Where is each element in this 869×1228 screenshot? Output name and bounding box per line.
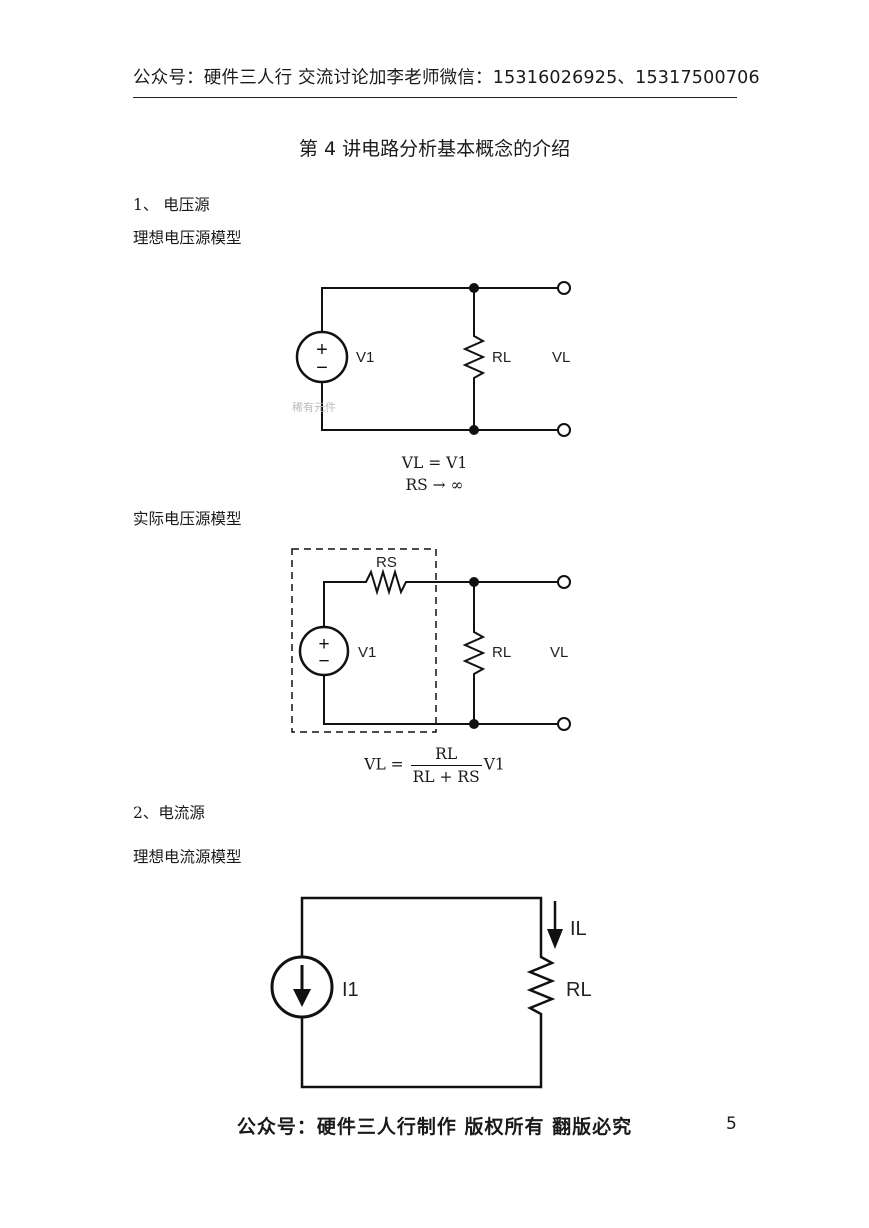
dashed-source-box [291, 548, 437, 733]
output-terminal [557, 281, 571, 295]
page-header: 公众号：硬件三人行 交流讨论加李老师微信：15316026925、1531750… [133, 68, 760, 88]
load-label: RL [566, 979, 592, 1001]
page-footer: 公众号：硬件三人行制作 版权所有 翻版必究 [236, 1116, 633, 1138]
ideal-current-source-label: 理想电流源模型 [133, 848, 242, 866]
output-terminal [557, 423, 571, 437]
source-label: I1 [342, 979, 359, 1001]
source-label: V1 [356, 349, 374, 366]
real-voltage-source-label: 实际电压源模型 [133, 510, 242, 528]
junction-dot [469, 577, 479, 587]
arrow-down-icon [547, 929, 563, 949]
page-title: 第 4 讲电路分析基本概念的介绍 [298, 138, 571, 160]
ideal-equation-1: VL = V1 [401, 454, 468, 472]
load-label: RL [492, 349, 511, 366]
equation-rhs: V1 [483, 755, 505, 774]
series-resistor-label: RS [376, 554, 397, 571]
ideal-current-source-diagram: I1 IL RL [270, 896, 592, 1089]
junction-dot [469, 425, 479, 435]
svg-text:+: + [316, 339, 328, 361]
header-rule [133, 97, 737, 98]
page-number: 5 [726, 1114, 737, 1134]
output-label: VL [552, 349, 570, 366]
fraction-denominator: RL + RS [412, 768, 480, 786]
output-terminal [557, 717, 571, 731]
real-equation: VL = RL RL + RS V1 [0, 745, 869, 786]
ideal-voltage-source-label: 理想电压源模型 [133, 229, 242, 247]
real-voltage-source-diagram: + − RS V1 RL VL [291, 548, 571, 733]
current-label: IL [570, 918, 587, 940]
circuit-wires [321, 287, 558, 431]
watermark: 稀有元件 [292, 400, 336, 414]
fraction-numerator: RL [410, 745, 482, 766]
svg-text:−: − [316, 357, 328, 379]
voltage-source-symbol [298, 625, 350, 677]
equation-fraction: RL RL + RS [410, 745, 482, 786]
section1-heading: 1、 电压源 [133, 196, 210, 214]
source-label: V1 [358, 644, 376, 661]
ideal-equation-2: RS → ∞ [405, 476, 464, 494]
svg-text:−: − [318, 651, 329, 672]
svg-text:+: + [318, 634, 329, 655]
arrow-down-icon [293, 989, 311, 1007]
output-label: VL [550, 644, 568, 661]
output-terminal [557, 575, 571, 589]
junction-dot [469, 719, 479, 729]
circuit-wires [323, 568, 558, 725]
ideal-voltage-source-diagram: + − V1 RL VL 稀有元件 [292, 281, 571, 437]
load-label: RL [492, 644, 511, 661]
section2-heading: 2、电流源 [133, 804, 205, 822]
circuit-wires [300, 896, 556, 1089]
junction-dot [469, 283, 479, 293]
equation-lhs: VL = [364, 755, 404, 774]
voltage-source-symbol [295, 330, 349, 384]
